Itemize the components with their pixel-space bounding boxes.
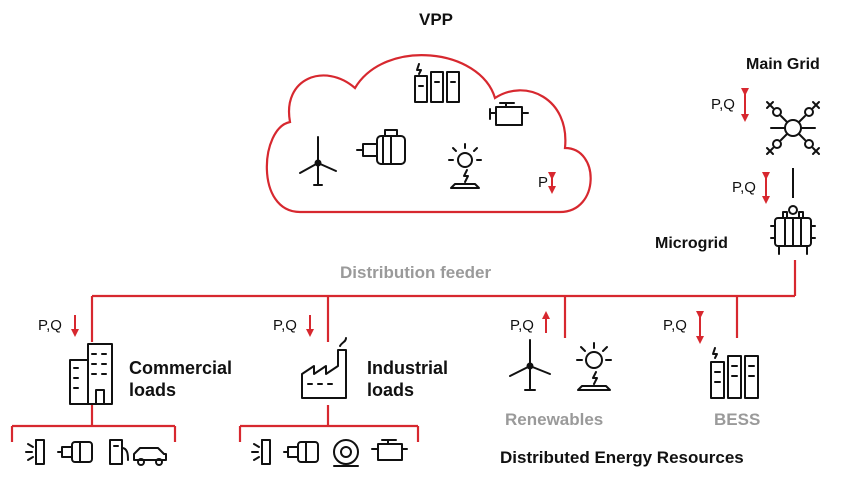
transformer-icon xyxy=(770,205,816,255)
commercial-motor-icon xyxy=(57,441,93,463)
main-grid-title: Main Grid xyxy=(746,56,820,73)
vpp-title: VPP xyxy=(419,10,454,29)
electric-car-icon xyxy=(133,447,167,466)
grid-node-icon xyxy=(766,101,820,155)
renewables-solar-icon xyxy=(576,342,612,391)
solar-icon xyxy=(448,143,482,189)
feeder-lines xyxy=(10,260,797,442)
vpp-cloud xyxy=(265,54,592,214)
lighting-load-icon xyxy=(25,439,45,465)
renewables-wind-turbine-icon xyxy=(509,339,551,391)
pump-icon xyxy=(333,439,359,467)
distribution-feeder-label: Distribution feeder xyxy=(340,263,492,282)
battery-storage-icon xyxy=(414,63,460,103)
factory-icon xyxy=(301,337,347,399)
industrial-power-label: P,Q xyxy=(273,317,297,334)
ev-charger-icon xyxy=(109,439,129,465)
vpp-power-label: P xyxy=(538,174,549,191)
main-grid-power-label: P,Q xyxy=(711,96,735,113)
der-title: Distributed Energy Resources xyxy=(500,448,744,467)
commercial-building-icon xyxy=(69,343,113,405)
bess-power-label: P,Q xyxy=(663,317,687,334)
motor-icon xyxy=(356,129,406,165)
industrial-engine-icon xyxy=(371,439,408,461)
commercial-power-label: P,Q xyxy=(38,317,62,334)
renewables-power-label: P,Q xyxy=(510,317,534,334)
commercial-loads-title: Commercial loads xyxy=(129,358,233,400)
industrial-lighting-icon xyxy=(251,439,271,465)
microgrid-title: Microgrid xyxy=(655,235,728,252)
bess-battery-icon xyxy=(710,347,759,399)
power-arrows xyxy=(71,88,770,344)
renewables-title: Renewables xyxy=(505,410,604,429)
engine-icon xyxy=(489,102,529,126)
bess-title: BESS xyxy=(714,410,761,429)
wind-turbine-icon xyxy=(299,136,337,186)
microgrid-power-label: P,Q xyxy=(732,179,756,196)
industrial-motor-icon xyxy=(283,441,319,463)
industrial-loads-title: Industrial loads xyxy=(367,358,449,400)
